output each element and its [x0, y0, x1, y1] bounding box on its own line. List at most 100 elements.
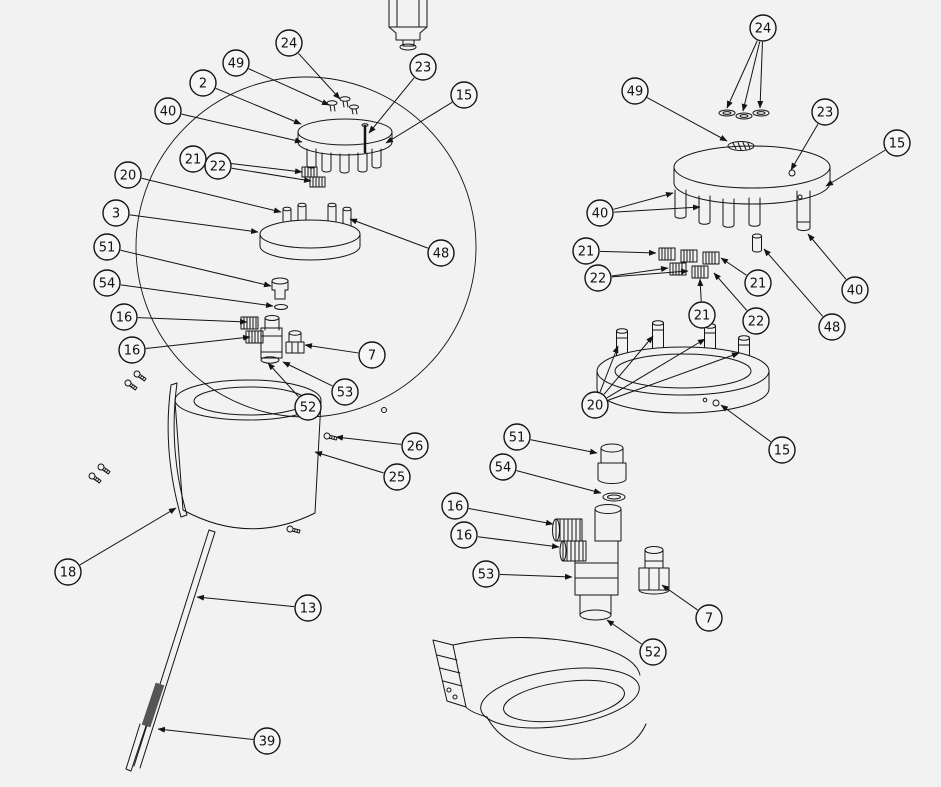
callout-label-2: 2 [199, 77, 207, 92]
leader-line-15 [385, 101, 453, 144]
callout-balloon-3 [102, 199, 130, 227]
callout-label-54: 54 [99, 277, 116, 292]
callout-balloon-20 [581, 391, 609, 419]
callout-label-20: 20 [120, 169, 137, 184]
leader-line-21 [720, 257, 747, 276]
leader-line-23 [368, 77, 415, 134]
callout-label-15: 15 [774, 444, 791, 459]
right-fitting-7 [638, 546, 670, 595]
callout-balloon-21 [688, 301, 716, 329]
callout-label-7: 7 [368, 349, 376, 364]
right-fittings-cluster [658, 247, 720, 279]
callout-balloon-48 [818, 313, 846, 341]
leader-line-48 [349, 218, 429, 249]
callout-label-52: 52 [300, 401, 317, 416]
leader-line-20 [599, 345, 619, 393]
leader-line-21 [599, 249, 657, 256]
left-strap [167, 382, 188, 518]
callout-label-3: 3 [112, 207, 120, 222]
leader-line-40 [181, 113, 303, 144]
leader-line-52 [606, 619, 642, 645]
leader-line-20 [141, 177, 282, 214]
callout-balloon-24 [275, 29, 303, 57]
callout-balloon-21 [572, 237, 600, 265]
leader-line-22 [611, 266, 669, 277]
callout-label-13: 13 [300, 602, 317, 617]
callout-balloon-13 [294, 594, 322, 622]
callout-label-52: 52 [645, 646, 662, 661]
leader-line-7 [304, 343, 359, 354]
detail-view-dot [381, 407, 387, 413]
leader-line-22 [611, 268, 689, 278]
leader-line-40 [613, 204, 701, 213]
leader-line-22 [231, 167, 312, 183]
callout-balloon-2 [189, 69, 217, 97]
leader-line-54 [120, 284, 274, 309]
callout-balloon-22 [742, 307, 770, 335]
callout-label-23: 23 [415, 61, 432, 76]
callout-label-7: 7 [705, 612, 713, 627]
leader-line-16 [477, 536, 560, 550]
leader-line-15 [825, 149, 886, 187]
right-valve-assembly [552, 504, 622, 621]
right-plug-51 [597, 443, 627, 484]
leader-line-16 [145, 334, 251, 349]
leader-line-40 [807, 233, 847, 280]
leader-line-24 [741, 41, 761, 112]
callout-balloon-51 [93, 233, 121, 261]
callout-balloon-20 [114, 161, 142, 189]
leader-line-20 [607, 352, 740, 401]
leader-line-22 [713, 272, 748, 311]
left-upper-plate [297, 118, 393, 174]
callout-balloon-52 [639, 638, 667, 666]
leader-line-21 [697, 278, 704, 302]
leader-line-24 [757, 41, 764, 109]
callout-label-23: 23 [817, 106, 834, 121]
callout-balloon-48 [427, 239, 455, 267]
callout-label-49: 49 [627, 85, 644, 100]
callout-balloon-22 [204, 152, 232, 180]
leader-line-20 [603, 335, 654, 395]
leader-line-25 [314, 451, 384, 474]
leader-line-53 [499, 573, 573, 580]
leader-line-15 [720, 404, 772, 443]
leader-line-20 [606, 338, 706, 399]
leader-line-52 [267, 362, 299, 397]
right-plug-48 [752, 233, 762, 253]
callout-balloon-24 [749, 14, 777, 42]
callout-balloon-15 [883, 129, 911, 157]
callout-label-16: 16 [116, 311, 133, 326]
callout-label-18: 18 [60, 566, 77, 581]
callout-balloon-16 [110, 303, 138, 331]
callout-label-48: 48 [433, 247, 450, 262]
callout-balloon-7 [358, 341, 386, 369]
part-drawings [87, 0, 831, 772]
callout-label-22: 22 [210, 160, 227, 175]
leader-line-48 [763, 248, 824, 317]
callout-balloon-53 [472, 560, 500, 588]
left-lower-plate [259, 202, 361, 261]
callout-balloon-15 [768, 436, 796, 464]
callout-label-40: 40 [160, 105, 177, 120]
callout-balloon-16 [450, 521, 478, 549]
right-lower-plate [596, 320, 770, 414]
callout-label-21: 21 [578, 245, 595, 260]
leader-line-51 [530, 439, 598, 455]
callout-balloon-26 [401, 432, 429, 460]
callout-label-15: 15 [889, 137, 906, 152]
callout-balloon-22 [584, 264, 612, 292]
callout-label-21: 21 [185, 153, 202, 168]
callout-label-21: 21 [694, 309, 711, 324]
callout-label-16: 16 [447, 500, 464, 515]
top-cutoff-part [388, 0, 428, 51]
callout-balloon-54 [489, 453, 517, 481]
leader-line-3 [129, 214, 259, 235]
callout-balloon-18 [54, 558, 82, 586]
leader-line-16 [137, 317, 248, 325]
callout-balloon-53 [331, 378, 359, 406]
leader-line-49 [647, 97, 728, 142]
left-dip-tube [125, 529, 216, 772]
callout-label-21: 21 [750, 277, 767, 292]
